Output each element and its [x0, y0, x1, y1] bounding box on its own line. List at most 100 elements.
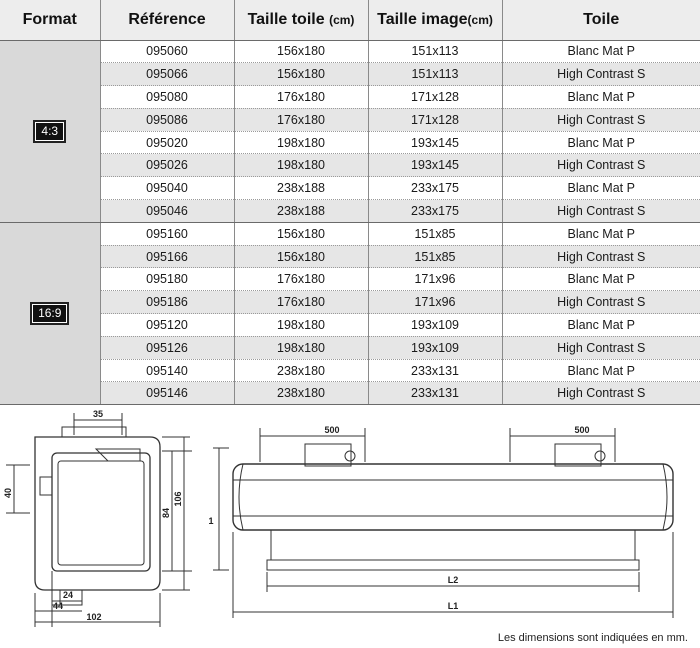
- reference-cell: 095140: [100, 359, 235, 383]
- fabric-cell: Blanc Mat P: [502, 85, 700, 109]
- header-fabric: Toile: [502, 0, 700, 41]
- reference-cell: 095160: [100, 222, 235, 246]
- canvas-size-cell: 198x180: [234, 131, 369, 155]
- image-size-cell: 151x85: [368, 245, 503, 269]
- reference-cell: 095060: [100, 40, 235, 64]
- side-dim-44: 44: [53, 601, 63, 611]
- fabric-cell: High Contrast S: [502, 153, 700, 178]
- canvas-size-cell: 198x180: [234, 153, 369, 178]
- reference-cell: 095040: [100, 176, 235, 201]
- fabric-cell: High Contrast S: [502, 199, 700, 223]
- canvas-size-cell: 238x180: [234, 359, 369, 383]
- image-size-cell: 171x128: [368, 108, 503, 132]
- header-image-unit: (cm): [467, 12, 493, 27]
- side-profile-drawing: 35 40 84 106 24 44 102: [3, 409, 192, 627]
- canvas-size-cell: 156x180: [234, 62, 369, 87]
- image-size-cell: 193x109: [368, 336, 503, 360]
- reference-cell: 095186: [100, 290, 235, 315]
- image-size-cell: 193x145: [368, 131, 503, 155]
- side-dim-35: 35: [93, 409, 103, 419]
- header-canvas-size: Taille toile (cm): [234, 0, 369, 41]
- front-dim-l1: L1: [448, 601, 459, 611]
- reference-cell: 095066: [100, 62, 235, 87]
- side-dim-102: 102: [86, 612, 101, 622]
- fabric-cell: High Contrast S: [502, 62, 700, 87]
- format-badge: 4:3: [33, 119, 67, 143]
- canvas-size-cell: 156x180: [234, 222, 369, 246]
- canvas-size-cell: 156x180: [234, 245, 369, 269]
- format-label: 4:3: [36, 122, 64, 140]
- canvas-size-cell: 238x188: [234, 199, 369, 223]
- front-dim-l2: L2: [448, 575, 459, 585]
- fabric-cell: Blanc Mat P: [502, 176, 700, 201]
- side-dim-84: 84: [161, 508, 171, 518]
- header-canvas-unit: (cm): [329, 12, 355, 27]
- fabric-cell: High Contrast S: [502, 108, 700, 132]
- image-size-cell: 151x85: [368, 222, 503, 246]
- fabric-cell: Blanc Mat P: [502, 131, 700, 155]
- canvas-size-cell: 198x180: [234, 313, 369, 337]
- image-size-cell: 233x131: [368, 381, 503, 406]
- front-dim-500-right: 500: [574, 425, 589, 435]
- reference-cell: 095126: [100, 336, 235, 360]
- fabric-cell: High Contrast S: [502, 290, 700, 315]
- front-view-drawing: 500 500 L2 L1 1: [208, 425, 674, 618]
- image-size-cell: 151x113: [368, 62, 503, 87]
- dimensions-footnote: Les dimensions sont indiquées en mm.: [497, 632, 688, 644]
- image-size-cell: 233x131: [368, 359, 503, 383]
- side-dim-40: 40: [3, 488, 13, 498]
- header-reference: Référence: [100, 0, 235, 41]
- reference-cell: 095020: [100, 131, 235, 155]
- canvas-size-cell: 198x180: [234, 336, 369, 360]
- fabric-cell: High Contrast S: [502, 245, 700, 269]
- image-size-cell: 151x113: [368, 40, 503, 64]
- image-size-cell: 193x145: [368, 153, 503, 178]
- canvas-size-cell: 156x180: [234, 40, 369, 64]
- side-dim-24: 24: [63, 590, 73, 600]
- image-size-cell: 171x96: [368, 267, 503, 292]
- canvas-size-cell: 238x188: [234, 176, 369, 201]
- canvas-size-cell: 238x180: [234, 381, 369, 406]
- format-cell: 4:3: [0, 40, 101, 223]
- header-image-label: Taille image: [377, 10, 468, 28]
- reference-cell: 095180: [100, 267, 235, 292]
- reference-cell: 095166: [100, 245, 235, 269]
- image-size-cell: 171x96: [368, 290, 503, 315]
- image-size-cell: 193x109: [368, 313, 503, 337]
- reference-cell: 095026: [100, 153, 235, 178]
- format-badge: 16:9: [30, 302, 70, 326]
- format-label: 16:9: [33, 305, 67, 323]
- canvas-size-cell: 176x180: [234, 290, 369, 315]
- fabric-cell: Blanc Mat P: [502, 40, 700, 64]
- front-dim-500-left: 500: [324, 425, 339, 435]
- image-size-cell: 233x175: [368, 176, 503, 201]
- fabric-cell: Blanc Mat P: [502, 222, 700, 246]
- reference-cell: 095080: [100, 85, 235, 109]
- fabric-cell: Blanc Mat P: [502, 359, 700, 383]
- fabric-cell: Blanc Mat P: [502, 313, 700, 337]
- fabric-cell: High Contrast S: [502, 336, 700, 360]
- reference-cell: 095086: [100, 108, 235, 132]
- canvas-size-cell: 176x180: [234, 267, 369, 292]
- header-canvas-label: Taille toile: [247, 10, 325, 28]
- canvas-size-cell: 176x180: [234, 85, 369, 109]
- header-image-size: Taille image(cm): [368, 0, 503, 41]
- side-dim-106: 106: [173, 491, 183, 506]
- format-cell: 16:9: [0, 222, 101, 406]
